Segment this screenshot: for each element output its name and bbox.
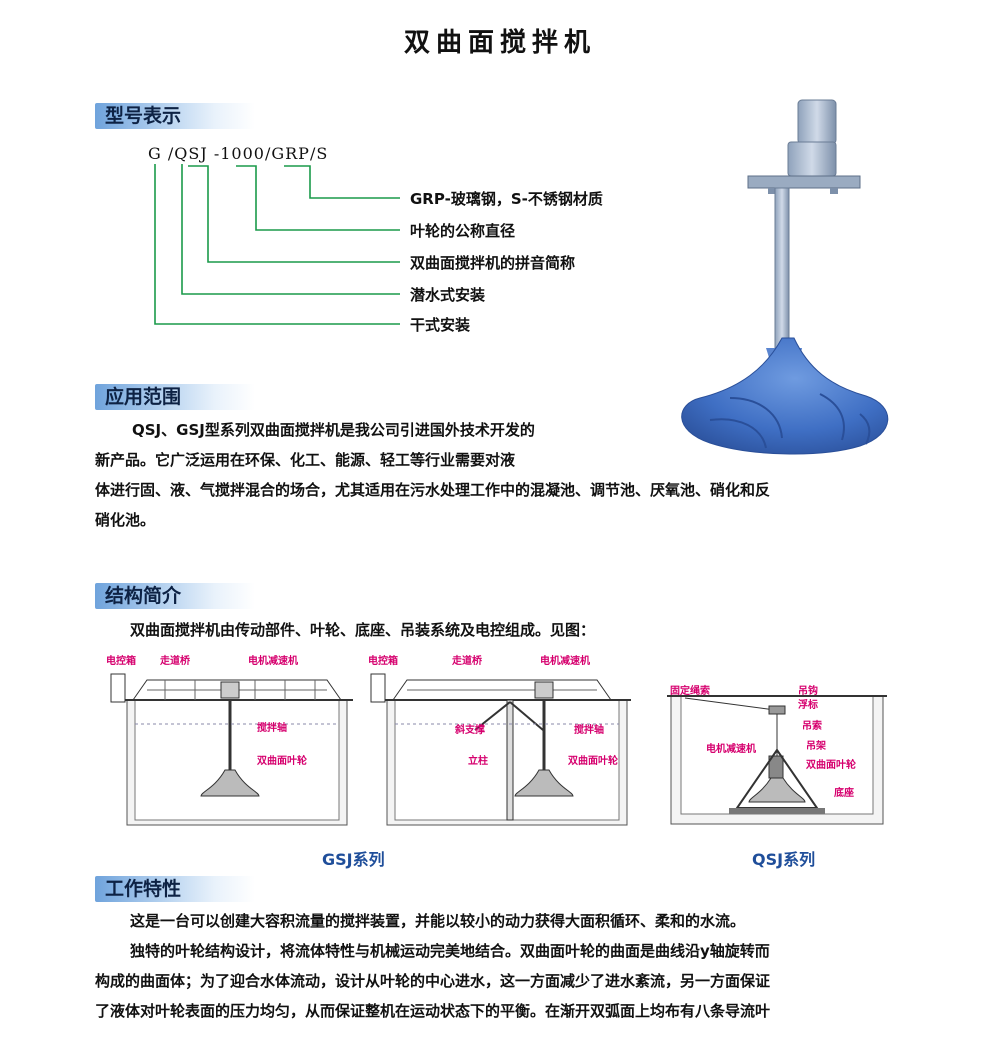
leader-line-qsj: [188, 165, 400, 263]
d3-label-sling: 吊索: [802, 721, 822, 732]
d2-label-impeller: 双曲面叶轮: [568, 756, 618, 767]
features-line-4: 了液体对叶轮表面的压力均匀，从而保证整机在运动状态下的平衡。在渐开双弧面上均布有…: [95, 1002, 771, 1020]
legend-submersible: 潜水式安装: [410, 286, 486, 304]
structure-section-heading: 结构简介: [95, 583, 255, 609]
structure-intro: 双曲面搅拌机由传动部件、叶轮、底座、吊装系统及电控组成。见图：: [130, 621, 596, 639]
leader-line-grp: [284, 165, 400, 199]
d3-label-hook: 吊钩: [798, 686, 818, 697]
qsj-diagram: [667, 695, 887, 825]
features-line-2: 独特的叶轮结构设计，将流体特性与机械运动完美地结合。双曲面叶轮的曲面是曲线沿y轴…: [130, 942, 770, 960]
application-line-3: 体进行固、液、气搅拌混合的场合，尤其适用在污水处理工作中的混凝池、调节池、厌氧池…: [95, 481, 771, 499]
application-section-heading: 应用范围: [95, 384, 255, 410]
gsj-diagram-2: [370, 673, 631, 826]
legend-dry: 干式安装: [410, 316, 471, 334]
leader-line-1000: [236, 165, 400, 231]
features-section-heading: 工作特性: [95, 876, 255, 902]
d3-label-base: 底座: [834, 788, 854, 799]
gsj-diagram-1: [110, 673, 353, 826]
model-section-heading: 型号表示: [95, 103, 255, 129]
d1-label-control-box: 电控箱: [106, 656, 136, 667]
application-line-2: 新产品。它广泛运用在环保、化工、能源、轻工等行业需要对液: [95, 451, 516, 469]
features-line-3: 构成的曲面体；为了迎合水体流动，设计从叶轮的中心进水，这一方面减少了进水紊流，另…: [95, 972, 771, 990]
d3-label-motor: 电机减速机: [706, 744, 756, 755]
d1-label-walkway: 走道桥: [160, 656, 190, 667]
model-code: G /QSJ -1000/GRP/S: [148, 144, 329, 163]
page-title: 双曲面搅拌机: [403, 28, 596, 58]
d3-label-rope: 固定绳索: [670, 686, 710, 697]
d2-label-motor: 电机减速机: [540, 656, 590, 667]
d2-label-walkway: 走道桥: [452, 656, 482, 667]
d2-label-brace: 斜支撑: [455, 725, 485, 736]
leader-line-g: [154, 164, 400, 325]
caption-qsj: QSJ系列: [752, 850, 816, 869]
d2-label-control-box: 电控箱: [368, 656, 398, 667]
d1-label-shaft: 搅拌轴: [257, 723, 287, 734]
legend-diameter: 叶轮的公称直径: [410, 222, 516, 240]
legend-material: GRP-玻璃钢，S-不锈钢材质: [410, 190, 603, 208]
mixer-product-image: [681, 99, 889, 455]
d2-label-column: 立柱: [468, 756, 488, 767]
d3-label-buoy: 浮标: [798, 700, 818, 711]
legend-pinyin: 双曲面搅拌机的拼音简称: [410, 254, 576, 272]
leader-line-q: [181, 164, 400, 295]
d2-label-shaft: 搅拌轴: [574, 725, 604, 736]
application-line-1: QSJ、GSJ型系列双曲面搅拌机是我公司引进国外技术开发的: [132, 421, 535, 439]
caption-gsj: GSJ系列: [322, 850, 385, 869]
features-line-1: 这是一台可以创建大容积流量的搅拌装置，并能以较小的动力获得大面积循环、柔和的水流…: [130, 912, 746, 930]
d1-label-impeller: 双曲面叶轮: [257, 756, 307, 767]
d1-label-motor: 电机减速机: [248, 656, 298, 667]
model-legend-lines: [154, 164, 400, 325]
d3-label-frame: 吊架: [806, 741, 826, 752]
application-line-4: 硝化池。: [95, 511, 156, 529]
d3-label-impeller: 双曲面叶轮: [806, 760, 856, 771]
